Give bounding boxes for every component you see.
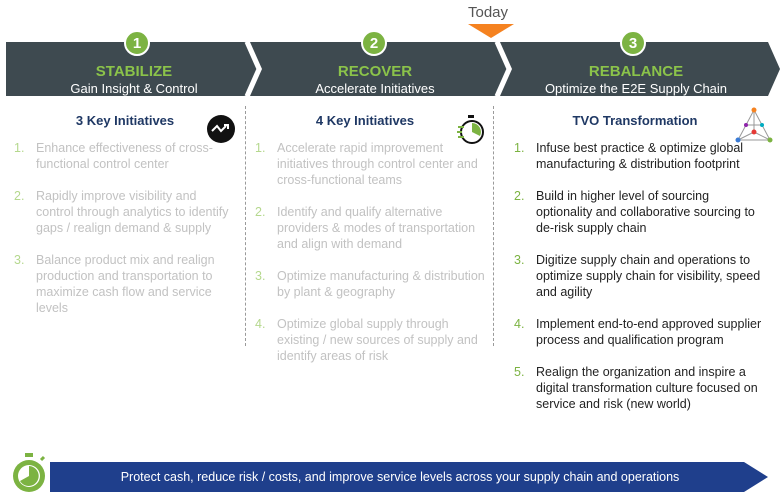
item-number: 5. — [514, 365, 525, 379]
item-number: 2. — [255, 205, 266, 219]
list-item: 2. Identify and qualify alternative prov… — [255, 204, 487, 252]
column-heading-rebalance: TVO Transformation — [572, 113, 698, 128]
item-text: Rapidly improve visibility and control t… — [36, 189, 229, 235]
phase-number-1: 1 — [124, 30, 150, 56]
column-divider — [493, 106, 494, 346]
item-text: Build in higher level of sourcing option… — [536, 189, 755, 235]
item-number: 1. — [255, 141, 266, 155]
item-text: Digitize supply chain and operations to … — [536, 253, 761, 299]
list-item: 1. Enhance effectiveness of cross-functi… — [14, 140, 236, 172]
item-number: 3. — [514, 253, 525, 267]
item-number: 4. — [514, 317, 525, 331]
recover-initiative-list: 1. Accelerate rapid improvement initiati… — [255, 140, 487, 364]
list-item: 1. Infuse best practice & optimize globa… — [514, 140, 764, 172]
banner-arrow — [50, 462, 768, 492]
stabilize-initiative-list: 1. Enhance effectiveness of cross-functi… — [14, 140, 236, 316]
item-number: 1. — [514, 141, 525, 155]
phase-number-3: 3 — [620, 30, 646, 56]
item-text: Identify and qualify alternative provide… — [277, 205, 476, 251]
column-heading-recover: 4 Key Initiatives — [315, 113, 415, 128]
phase-title-rebalance: REBALANCE — [588, 63, 684, 80]
item-text: Realign the organization and inspire a d… — [536, 365, 758, 411]
item-text: Optimize manufacturing & distribution by… — [277, 269, 485, 299]
list-item: 4. Implement end-to-end approved supplie… — [514, 316, 764, 348]
list-item: 3. Optimize manufacturing & distribution… — [255, 268, 487, 300]
item-text: Infuse best practice & optimize global m… — [536, 141, 744, 171]
list-item: 3. Balance product mix and realign produ… — [14, 252, 236, 316]
item-number: 2. — [514, 189, 525, 203]
phase-title-recover: RECOVER — [337, 63, 413, 80]
item-text: Enhance effectiveness of cross-functiona… — [36, 141, 213, 171]
phase-subtitle-recover: Accelerate Initiatives — [315, 81, 435, 96]
timer-icon — [13, 453, 46, 492]
phase-subtitle-rebalance: Optimize the E2E Supply Chain — [544, 81, 728, 96]
list-item: 5. Realign the organization and inspire … — [514, 364, 764, 412]
column-heading-stabilize: 3 Key Initiatives — [75, 113, 175, 128]
item-number: 1. — [14, 141, 25, 155]
item-number: 3. — [255, 269, 266, 283]
list-item: 3. Digitize supply chain and operations … — [514, 252, 764, 300]
list-item: 2. Build in higher level of sourcing opt… — [514, 188, 764, 236]
today-arrow-icon — [468, 24, 514, 38]
banner-text: Protect cash, reduce risk / costs, and i… — [120, 470, 680, 484]
item-number: 3. — [14, 253, 25, 267]
list-item: 4. Optimize global supply through existi… — [255, 316, 487, 364]
item-text: Balance product mix and realign producti… — [36, 253, 215, 315]
network-icon — [735, 107, 773, 143]
item-text: Optimize global supply through existing … — [277, 317, 478, 363]
phase-subtitle-stabilize: Gain Insight & Control — [70, 81, 198, 96]
phase-band — [6, 41, 780, 97]
item-text: Accelerate rapid improvement initiatives… — [277, 141, 478, 187]
list-item: 1. Accelerate rapid improvement initiati… — [255, 140, 487, 188]
list-item: 2. Rapidly improve visibility and contro… — [14, 188, 236, 236]
item-number: 4. — [255, 317, 266, 331]
column-divider — [245, 106, 246, 346]
phase-title-stabilize: STABILIZE — [95, 63, 173, 80]
phase-number-2: 2 — [361, 30, 387, 56]
item-text: Implement end-to-end approved supplier p… — [536, 317, 762, 347]
today-label: Today — [468, 4, 509, 21]
item-number: 2. — [14, 189, 25, 203]
rebalance-transformation-list: 1. Infuse best practice & optimize globa… — [514, 140, 764, 412]
trend-icon — [207, 115, 235, 143]
stopwatch-icon — [457, 115, 484, 144]
